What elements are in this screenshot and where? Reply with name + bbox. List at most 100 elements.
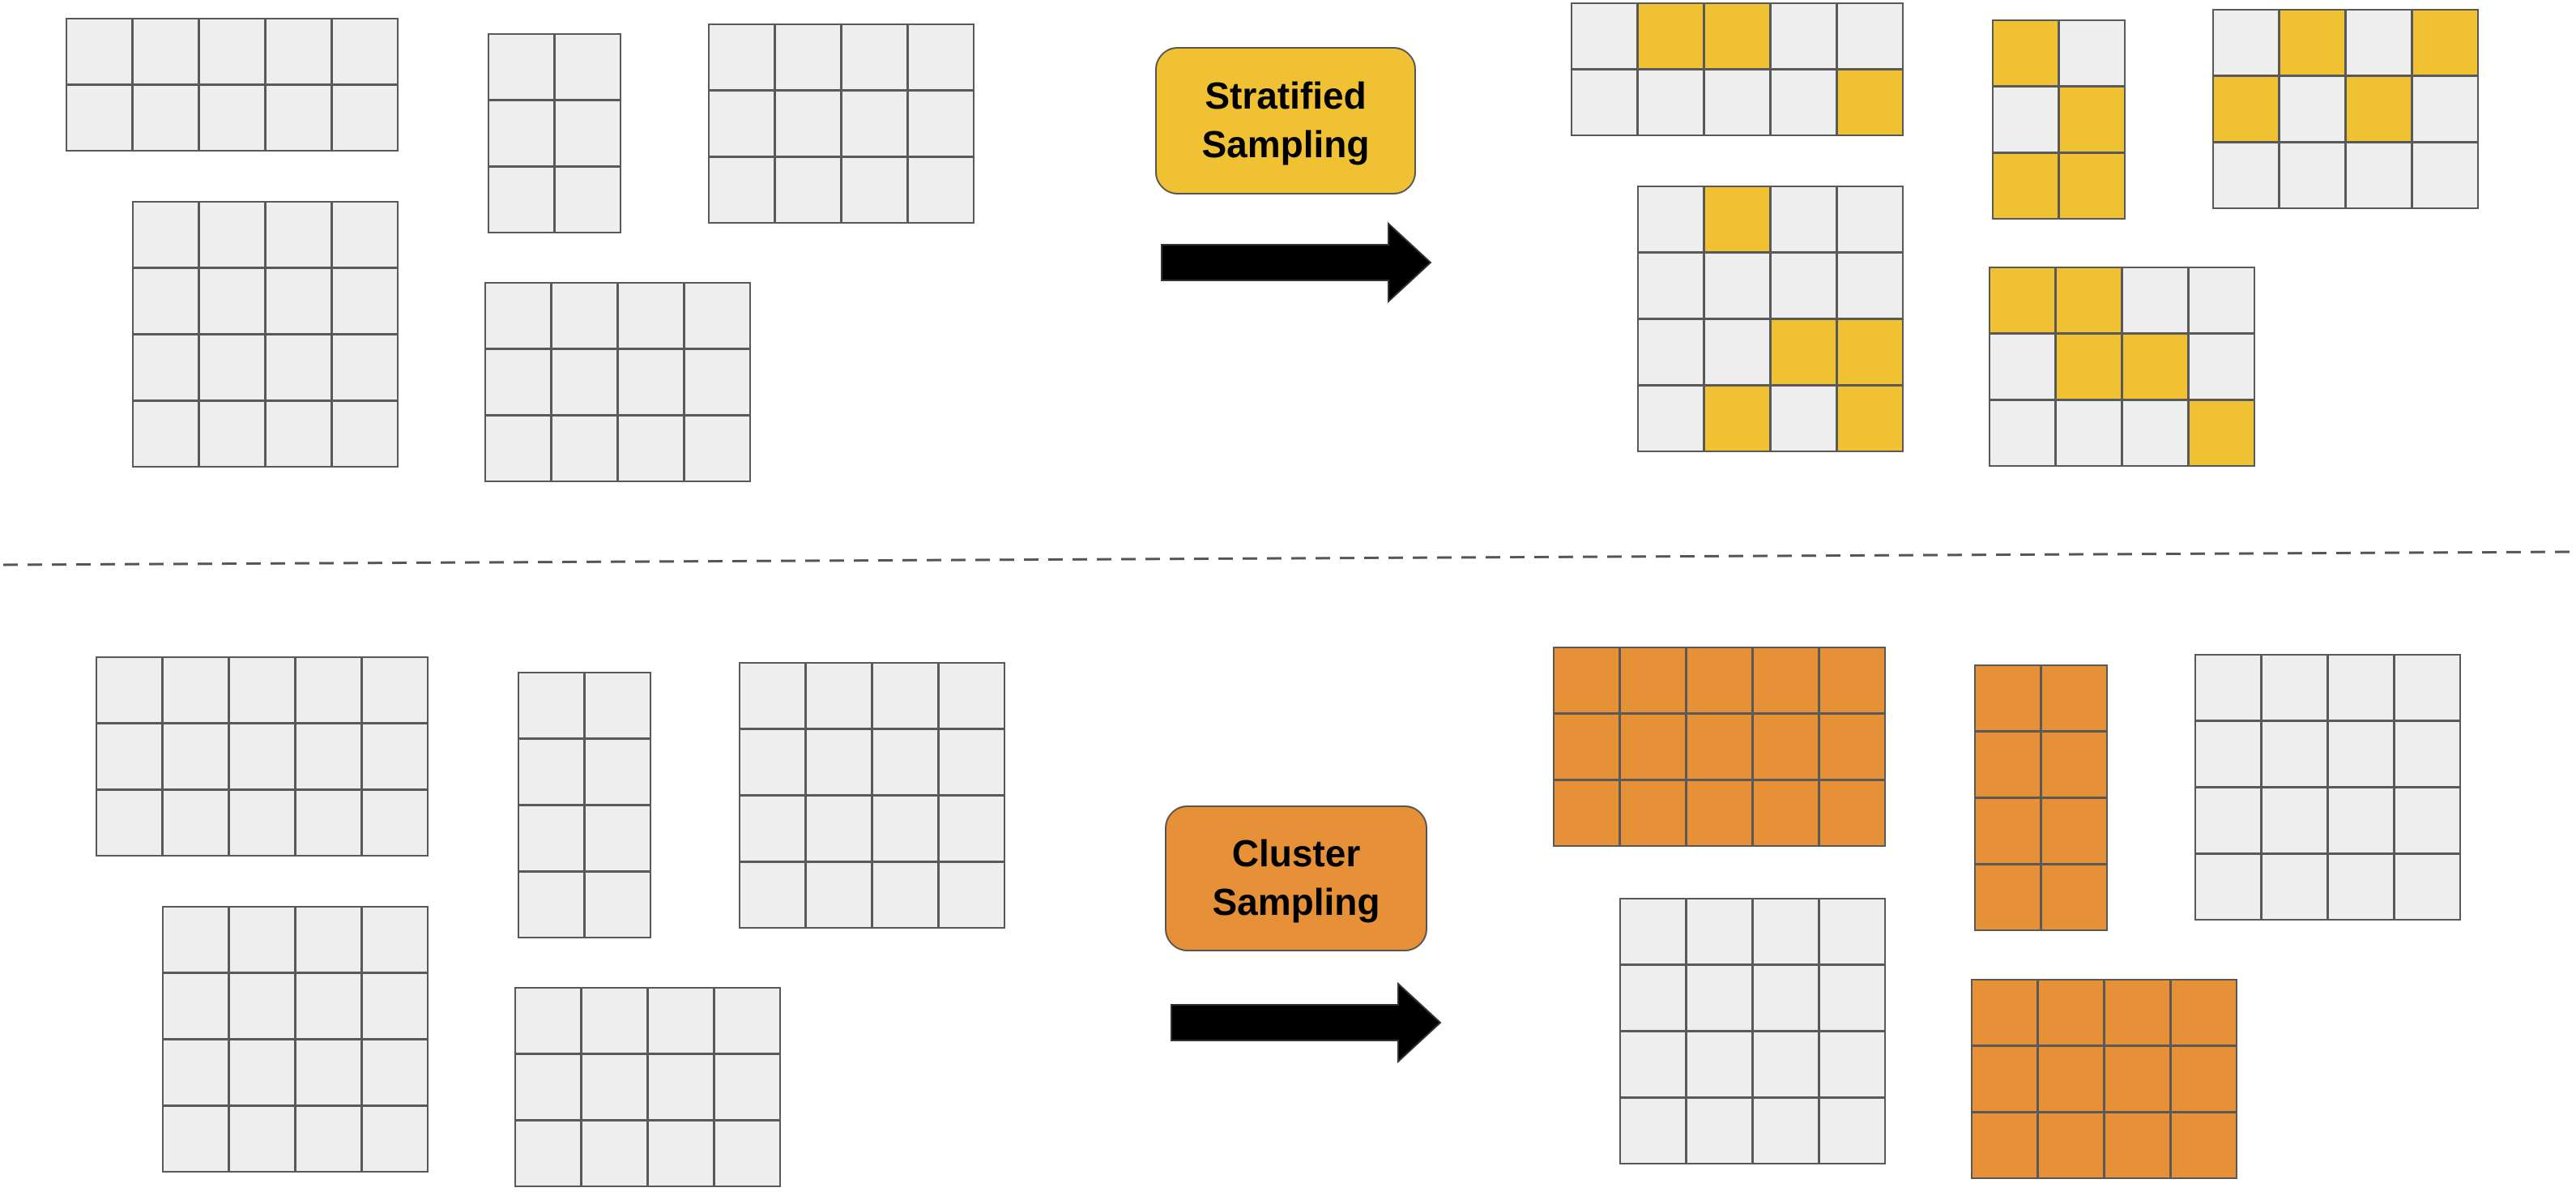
grid-cell bbox=[132, 84, 199, 152]
grid-cell bbox=[584, 672, 651, 739]
grid-cell bbox=[1686, 964, 1753, 1032]
selected-cell bbox=[1752, 713, 1819, 780]
grid-cell bbox=[1637, 69, 1704, 136]
grid-cell bbox=[708, 90, 775, 157]
grid-cell bbox=[551, 282, 618, 349]
grid-cell bbox=[484, 282, 552, 349]
grid-cell bbox=[1619, 1031, 1687, 1098]
selected-cell bbox=[2037, 1045, 2105, 1113]
selected-cell bbox=[1819, 647, 1886, 714]
grid-cell bbox=[684, 282, 751, 349]
grid-cell bbox=[162, 972, 229, 1040]
grid-cell bbox=[2412, 142, 2479, 209]
selected-cell bbox=[1992, 19, 2059, 87]
grid-cell bbox=[1686, 1031, 1753, 1098]
grid-cell bbox=[708, 156, 775, 224]
grid-cell bbox=[581, 1053, 648, 1121]
selected-cell bbox=[1974, 864, 2041, 931]
grid-cell bbox=[361, 656, 429, 724]
selected-cell bbox=[2058, 152, 2126, 220]
selected-cell bbox=[2037, 1112, 2105, 1179]
grid-cell bbox=[841, 23, 908, 91]
grid-cell bbox=[774, 156, 842, 224]
grid-cell bbox=[1686, 1097, 1753, 1164]
grid-cell bbox=[841, 90, 908, 157]
grid-cell bbox=[554, 33, 621, 100]
grid-cell bbox=[2188, 333, 2255, 400]
grid-cell bbox=[518, 871, 585, 938]
grid-cell bbox=[198, 84, 266, 152]
selected-cell bbox=[1704, 186, 1771, 253]
grid-cell bbox=[1992, 86, 2059, 153]
grid-cell bbox=[2261, 787, 2328, 854]
grid-cell bbox=[484, 348, 552, 416]
grid-cell bbox=[1637, 385, 1704, 452]
grid-cell bbox=[228, 723, 296, 790]
grid-cell bbox=[708, 23, 775, 91]
selected-cell bbox=[1819, 713, 1886, 780]
grid-cell bbox=[739, 861, 806, 929]
grid-cell bbox=[647, 1053, 714, 1121]
grid-cell bbox=[518, 805, 585, 872]
grid-cell bbox=[2279, 142, 2346, 209]
grid-cell bbox=[96, 789, 163, 857]
selected-cell bbox=[2041, 664, 2108, 732]
grid-cell bbox=[162, 656, 229, 724]
selected-cell bbox=[1974, 797, 2041, 865]
grid-cell bbox=[198, 334, 266, 401]
grid-cell bbox=[514, 1120, 582, 1187]
grid-cell bbox=[2194, 720, 2262, 788]
selected-cell bbox=[1704, 2, 1771, 70]
grid-cell bbox=[295, 789, 362, 857]
selected-cell bbox=[2037, 979, 2105, 1046]
grid-cell bbox=[295, 1105, 362, 1173]
grid-cell bbox=[938, 728, 1005, 796]
grid-cell bbox=[198, 267, 266, 335]
grid-cell bbox=[872, 861, 939, 929]
grid-cell bbox=[1619, 1097, 1687, 1164]
stratified-sampling-label: Stratified Sampling bbox=[1155, 47, 1416, 194]
grid-cell bbox=[66, 18, 133, 85]
grid-cell bbox=[518, 672, 585, 739]
grid-cell bbox=[1989, 399, 2056, 467]
cluster-sample-grid-1 bbox=[1553, 647, 1886, 847]
grid-cell bbox=[739, 728, 806, 796]
cluster-sample-grid-3 bbox=[2194, 654, 2461, 921]
grid-cell bbox=[331, 400, 399, 468]
grid-cell bbox=[805, 795, 872, 862]
selected-cell bbox=[1686, 780, 1753, 847]
selected-cell bbox=[2170, 1112, 2237, 1179]
grid-cell bbox=[265, 267, 332, 335]
grid-cell bbox=[518, 738, 585, 805]
grid-cell bbox=[361, 972, 429, 1040]
selected-cell bbox=[1974, 664, 2041, 732]
right-arrow-icon bbox=[1161, 222, 1432, 303]
grid-cell bbox=[584, 738, 651, 805]
grid-cell bbox=[295, 1039, 362, 1106]
grid-cell bbox=[162, 789, 229, 857]
grid-cell bbox=[361, 906, 429, 973]
selected-cell bbox=[2041, 864, 2108, 931]
grid-cell bbox=[1752, 898, 1819, 965]
grid-cell bbox=[714, 1120, 781, 1187]
grid-cell bbox=[96, 723, 163, 790]
grid-cell bbox=[872, 662, 939, 729]
grid-cell bbox=[907, 23, 975, 91]
grid-cell bbox=[581, 1120, 648, 1187]
grid-cell bbox=[2055, 399, 2122, 467]
grid-cell bbox=[1836, 186, 1904, 253]
cluster-sample-grid-4 bbox=[1619, 898, 1886, 1164]
grid-cell bbox=[684, 348, 751, 416]
grid-cell bbox=[361, 1105, 429, 1173]
selected-cell bbox=[1686, 713, 1753, 780]
grid-cell bbox=[647, 987, 714, 1054]
grid-cell bbox=[331, 334, 399, 401]
grid-cell bbox=[617, 282, 685, 349]
grid-cell bbox=[2212, 9, 2280, 76]
selected-cell bbox=[2104, 1112, 2171, 1179]
grid-cell bbox=[1819, 1031, 1886, 1098]
grid-cell bbox=[2412, 75, 2479, 143]
grid-cell bbox=[132, 18, 199, 85]
grid-cell bbox=[805, 662, 872, 729]
